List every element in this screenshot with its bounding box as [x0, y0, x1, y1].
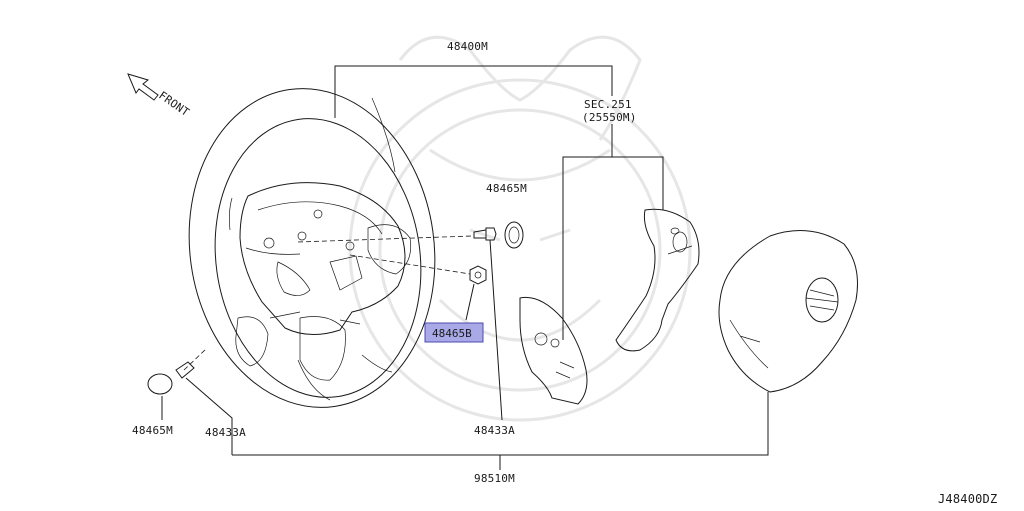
- leader-sec-251: [562, 156, 664, 340]
- label-sec-251: SEC.251: [584, 98, 632, 111]
- label-48465M-top: 48465M: [486, 182, 527, 195]
- switch-left-lower: [519, 296, 588, 405]
- label-48433A-mid: 48433A: [474, 424, 515, 437]
- label-98510M: 98510M: [474, 472, 515, 485]
- label-48465B: 48465B: [432, 327, 472, 340]
- watermark-logo: [348, 35, 692, 422]
- leader-98510M: [232, 392, 769, 456]
- label-sec-ref: (25550M): [582, 111, 637, 124]
- dash-line-bolt: [183, 348, 207, 371]
- label-48433A-left: 48433A: [205, 426, 246, 439]
- dash-line-upper: [297, 235, 473, 243]
- leader-48433A-left: [185, 377, 233, 455]
- nut-48465B: [469, 265, 487, 285]
- leader-48400M: [334, 65, 613, 118]
- label-48465M-bottom: 48465M: [132, 424, 173, 437]
- front-label: FRONT: [156, 89, 192, 119]
- switch-right-upper: [615, 208, 700, 352]
- bolt-48433A-lower: [175, 361, 195, 379]
- airbag-module: [718, 230, 858, 393]
- cap-48465M-bottom: [147, 373, 173, 395]
- leader-48433A-mid: [489, 239, 503, 421]
- clip-48465M-top: [504, 221, 524, 249]
- bolt-48433A-upper: [473, 227, 497, 241]
- highlight-48465B: [424, 322, 484, 343]
- leader-48465B: [465, 283, 475, 321]
- diagram-id: J48400DZ: [938, 492, 997, 506]
- front-arrow-icon: [127, 73, 159, 101]
- steering-wheel: [188, 88, 436, 408]
- dash-line-lower: [349, 254, 471, 275]
- label-48400M: 48400M: [447, 40, 488, 53]
